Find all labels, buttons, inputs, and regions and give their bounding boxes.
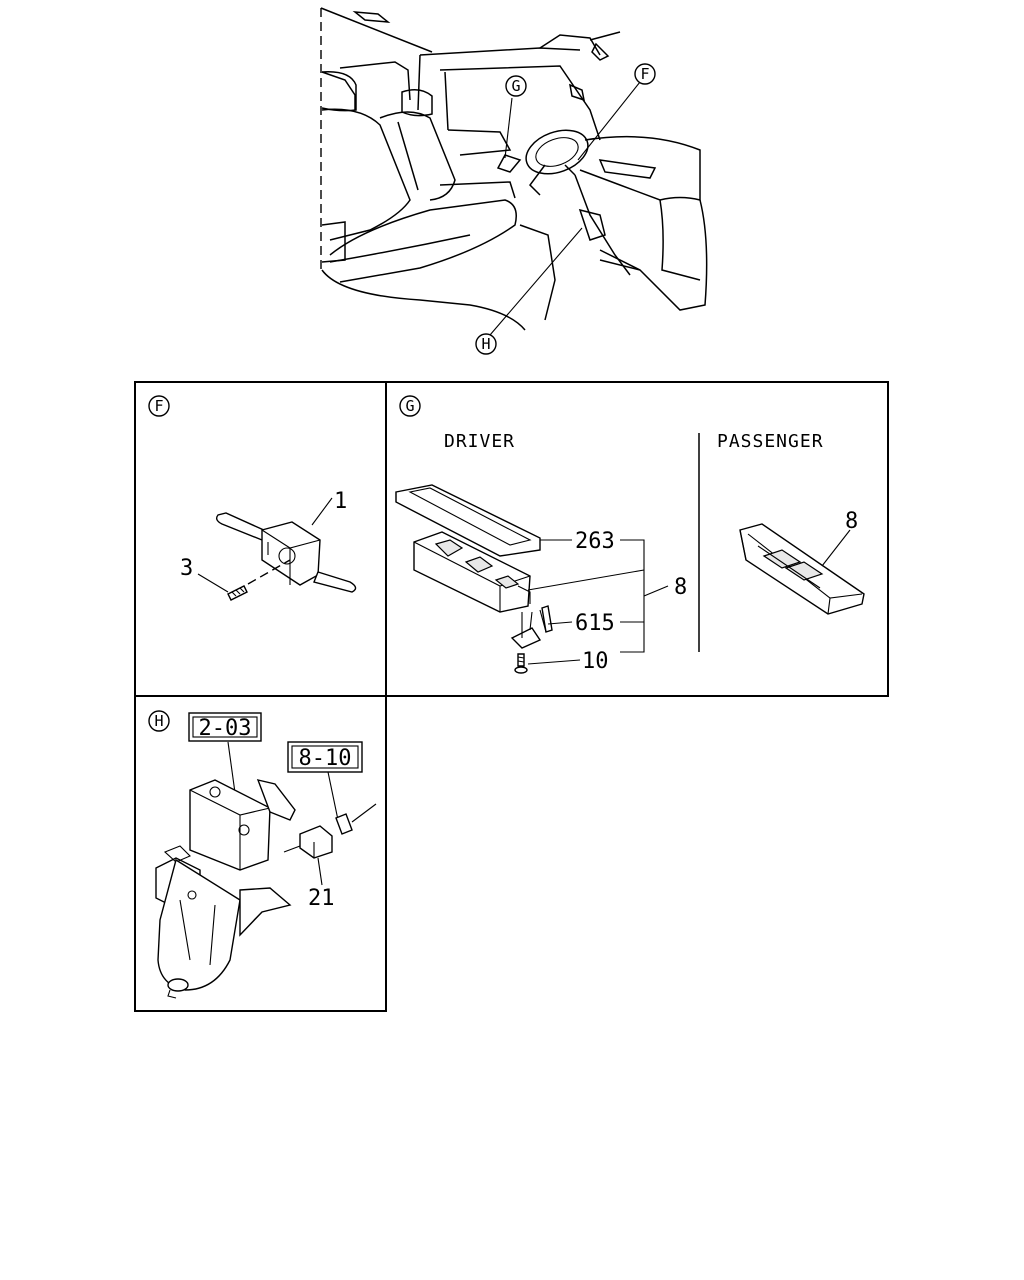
- panel-g-letter: G: [399, 395, 421, 417]
- combination-switch: [215, 512, 357, 593]
- svg-text:8-10: 8-10: [299, 746, 352, 771]
- label-part-1: 1: [334, 489, 347, 514]
- panel-g: G DRIVER PASSENGER: [385, 381, 889, 697]
- label-part-8-passenger: 8: [845, 509, 858, 534]
- label-part-263: 263: [575, 529, 615, 554]
- svg-text:2-03: 2-03: [199, 716, 252, 741]
- callout-h: H: [475, 333, 497, 355]
- panel-f: F 1 3: [134, 381, 387, 697]
- cab-interior-overview: F G H: [320, 7, 708, 355]
- panel-h-frame: [134, 695, 387, 1012]
- driver-switch-bezel: [395, 484, 541, 557]
- stop-lamp-switch-21: [283, 803, 377, 859]
- svg-text:F: F: [640, 65, 649, 83]
- passenger-heading: PASSENGER: [717, 431, 824, 452]
- label-part-21: 21: [308, 886, 335, 911]
- svg-text:H: H: [481, 335, 490, 353]
- svg-text:G: G: [405, 397, 414, 415]
- screw-part-3: [227, 585, 248, 601]
- panel-h: H 2-03 8-10: [134, 695, 387, 1012]
- driver-connector-615: [510, 605, 553, 649]
- ref-box-2-03: 2-03: [188, 712, 262, 742]
- svg-text:F: F: [154, 397, 163, 415]
- panel-h-letter: H: [148, 710, 170, 732]
- driver-screw-10: [514, 653, 528, 674]
- passenger-power-window-switch: [739, 523, 865, 615]
- pedal-bracket-assembly: [155, 779, 296, 999]
- callout-f: F: [634, 63, 656, 85]
- label-part-3: 3: [180, 556, 193, 581]
- driver-heading: DRIVER: [444, 431, 515, 452]
- label-part-8-driver: 8: [674, 575, 687, 600]
- panel-g-frame: [385, 381, 889, 697]
- svg-text:G: G: [511, 77, 520, 95]
- ref-box-8-10: 8-10: [287, 741, 363, 773]
- label-part-615: 615: [575, 611, 615, 636]
- driver-power-window-switch: [413, 531, 531, 613]
- label-part-10: 10: [582, 649, 609, 674]
- svg-text:H: H: [154, 712, 163, 730]
- callout-g: G: [505, 75, 527, 97]
- panel-f-letter: F: [148, 395, 170, 417]
